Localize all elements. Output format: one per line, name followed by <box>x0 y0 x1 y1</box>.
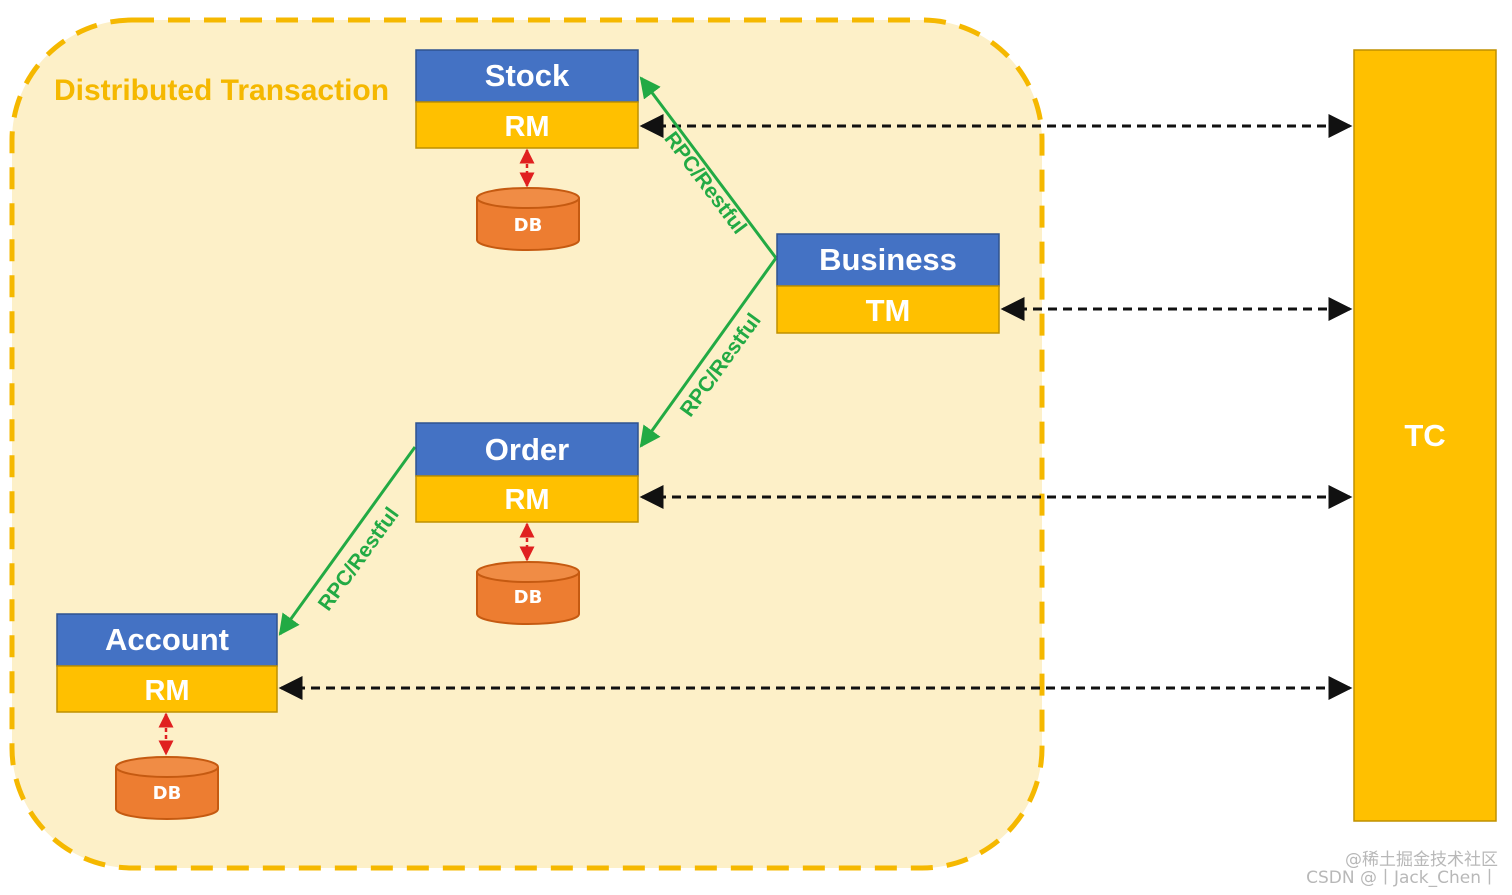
order-db-label: DB <box>514 587 543 608</box>
business-node: Business TM <box>776 233 1000 334</box>
order-to-account-arrow <box>278 446 417 636</box>
watermark: @稀土掘金技术社区 CSDN @丨Jack_Chen丨 <box>1306 851 1498 887</box>
order-rm-label: RM <box>504 484 549 516</box>
tc-label: TC <box>1404 418 1445 453</box>
business-header-label: Business <box>819 242 957 277</box>
business-header <box>776 233 1000 287</box>
stock-rm <box>415 101 639 149</box>
account-db: DB <box>115 756 219 820</box>
watermark-line-1: @稀土掘金技术社区 <box>1345 850 1498 870</box>
stock-header-label: Stock <box>485 58 570 93</box>
order-rm <box>415 475 639 523</box>
account-node: Account RM <box>56 613 278 713</box>
stock-db: DB <box>476 187 580 251</box>
account-rm <box>56 665 278 713</box>
order-header-label: Order <box>485 432 569 467</box>
business-to-stock-arrow <box>639 76 778 259</box>
watermark-line-2: CSDN @丨Jack_Chen丨 <box>1306 868 1498 888</box>
account-header-label: Account <box>105 622 229 657</box>
tc-box <box>1353 49 1497 822</box>
stock-db-label: DB <box>514 215 543 236</box>
order-node: Order RM <box>415 422 639 523</box>
order-db: DB <box>476 561 580 625</box>
stock-header <box>415 49 639 103</box>
stock-rm-label: RM <box>504 111 549 143</box>
account-rm-label: RM <box>144 675 189 707</box>
business-tm-label: TM <box>866 293 911 328</box>
account-db-label: DB <box>153 783 182 804</box>
business-tm <box>776 285 1000 334</box>
business-to-order-arrow <box>639 257 778 448</box>
account-header <box>56 613 278 667</box>
stock-node: Stock RM <box>415 49 639 149</box>
order-header <box>415 422 639 477</box>
region-title: Distributed Transaction <box>54 74 389 107</box>
